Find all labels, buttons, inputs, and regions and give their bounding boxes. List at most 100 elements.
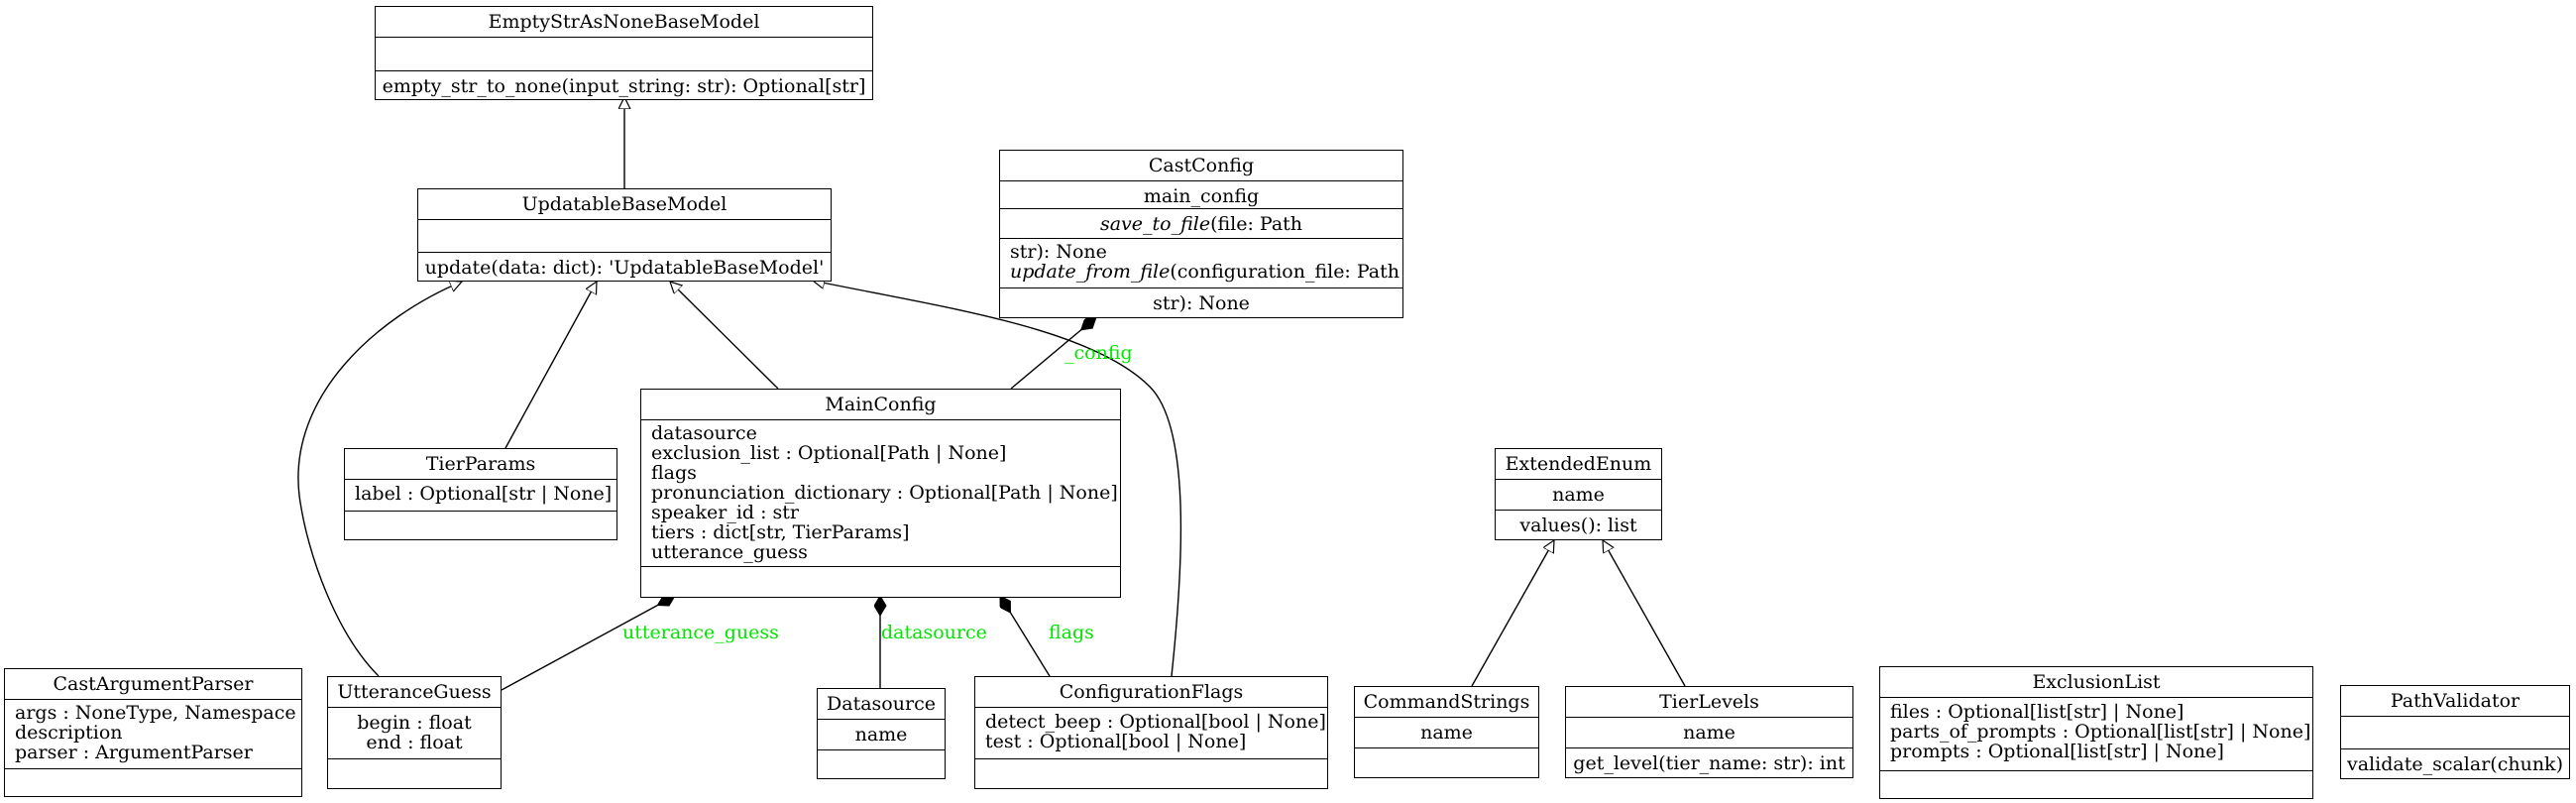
methods-section xyxy=(5,769,301,797)
method: save_to_file(file: Path xyxy=(1000,209,1402,234)
methods-section: save_to_file(file: Path xyxy=(1000,209,1402,239)
class-name: CastConfig xyxy=(1000,151,1402,181)
class-name: Datasource xyxy=(818,689,945,720)
attribute: name xyxy=(1420,722,1473,744)
class-name: ExtendedEnum xyxy=(1496,449,1661,480)
class-name: CommandStrings xyxy=(1355,687,1538,718)
class-utterance-guess: UtteranceGuess begin : float end : float xyxy=(327,676,502,789)
attributes-section xyxy=(2341,717,2569,749)
attribute: files : Optional[list[str] | None] xyxy=(1890,701,2184,723)
attributes-section: files : Optional[list[str] | None] parts… xyxy=(1880,698,2312,771)
edge-mainconfig-to-castconfig xyxy=(1010,317,1096,390)
attribute: pronunciation_dictionary : Optional[Path… xyxy=(651,482,1118,504)
attribute: test : Optional[bool | None] xyxy=(985,731,1247,752)
class-empty-str-as-none-base-model: EmptyStrAsNoneBaseModel empty_str_to_non… xyxy=(375,6,873,100)
methods-section xyxy=(328,759,501,789)
method-params: (file: Path xyxy=(1210,213,1303,235)
methods-section: get_level(tier_name: str): int xyxy=(1566,748,1852,778)
class-name: UpdatableBaseModel xyxy=(418,189,831,220)
edge-commandstrings-to-extendedenum xyxy=(1471,540,1554,687)
edge-mainconfig-to-updatable xyxy=(670,282,779,390)
edge-tierparams-to-updatable xyxy=(504,282,597,449)
method: empty_str_to_none(input_string: str): Op… xyxy=(382,75,866,97)
methods-section: empty_str_to_none(input_string: str): Op… xyxy=(376,71,872,100)
class-datasource: Datasource name xyxy=(817,688,946,779)
attribute: name xyxy=(1552,484,1605,506)
attribute: utterance_guess xyxy=(651,541,808,563)
methods-section xyxy=(818,750,945,779)
class-main-config: MainConfig datasource exclusion_list : O… xyxy=(640,389,1121,598)
edge-label-config: _config xyxy=(1064,342,1133,364)
attributes-section: name xyxy=(1355,718,1538,748)
class-name: EmptyStrAsNoneBaseModel xyxy=(376,7,872,38)
attribute: name xyxy=(1683,722,1736,744)
class-name: TierLevels xyxy=(1566,687,1852,718)
class-name: UtteranceGuess xyxy=(328,677,501,708)
class-extended-enum: ExtendedEnum name values(): list xyxy=(1495,448,1662,540)
class-name: ConfigurationFlags xyxy=(975,677,1327,708)
attributes-section: label : Optional[str | None] xyxy=(345,480,616,512)
class-name: MainConfig xyxy=(641,390,1120,420)
methods-section xyxy=(1880,771,2312,799)
class-cast-argument-parser: CastArgumentParser args : NoneType, Name… xyxy=(4,668,302,797)
methods-section xyxy=(1355,748,1538,778)
class-tier-params: TierParams label : Optional[str | None] xyxy=(344,448,617,540)
method-name: update_from_file xyxy=(1010,261,1171,283)
attribute: begin : float xyxy=(357,712,472,734)
attributes-section: name xyxy=(1496,480,1661,511)
attributes-section: datasource exclusion_list : Optional[Pat… xyxy=(641,420,1120,567)
methods-section xyxy=(975,759,1327,789)
attribute: prompts : Optional[list[str] | None] xyxy=(1890,741,2224,762)
attributes-section: name xyxy=(1566,718,1852,748)
methods-section xyxy=(641,567,1120,597)
edge-configurationflags-to-mainconfig xyxy=(999,596,1051,677)
attribute: parts_of_prompts : Optional[list[str] | … xyxy=(1890,721,2311,743)
class-command-strings: CommandStrings name xyxy=(1354,686,1539,778)
attribute: main_config xyxy=(1143,185,1260,207)
attributes-section: detect_beep : Optional[bool | None] test… xyxy=(975,708,1327,759)
class-name: ExclusionList xyxy=(1880,667,2312,698)
edge-label-utterance-guess: utterance_guess xyxy=(622,622,779,643)
class-path-validator: PathValidator validate_scalar(chunk) xyxy=(2340,685,2570,779)
edge-tierlevels-to-extendedenum xyxy=(1603,540,1686,687)
attribute: speaker_id : str xyxy=(651,502,800,523)
class-exclusion-list: ExclusionList files : Optional[list[str]… xyxy=(1879,666,2313,799)
method-params: (configuration_file: Path xyxy=(1170,261,1400,283)
attribute: tiers : dict[str, TierParams] xyxy=(651,521,910,543)
edge-utteranceguess-to-mainconfig xyxy=(501,596,675,691)
class-cast-config: CastConfig main_config save_to_file(file… xyxy=(999,150,1403,318)
edge-label-flags: flags xyxy=(1049,622,1094,643)
edge-utteranceguess-to-updatable xyxy=(297,282,462,677)
class-updatable-base-model: UpdatableBaseModel update(data: dict): '… xyxy=(417,188,832,282)
attribute: exclusion_list : Optional[Path | None] xyxy=(651,442,1007,464)
method-name: save_to_file xyxy=(1099,213,1211,235)
edge-configurationflags-to-updatable xyxy=(813,281,1182,677)
attribute: parser : ArgumentParser xyxy=(15,742,253,763)
methods-section: values(): list xyxy=(1496,511,1661,540)
method: update(data: dict): 'UpdatableBaseModel' xyxy=(424,257,825,279)
method-continued: str): None xyxy=(1153,292,1250,314)
attribute: flags xyxy=(651,462,697,484)
method: get_level(tier_name: str): int xyxy=(1573,752,1846,774)
class-name: TierParams xyxy=(345,449,616,480)
class-configuration-flags: ConfigurationFlags detect_beep : Optiona… xyxy=(974,676,1328,789)
attributes-section: begin : float end : float xyxy=(328,708,501,759)
attribute: detect_beep : Optional[bool | None] xyxy=(985,711,1326,733)
attribute: end : float xyxy=(366,732,463,753)
attribute: label : Optional[str | None] xyxy=(355,483,613,505)
attributes-section xyxy=(376,38,872,71)
method: validate_scalar(chunk) xyxy=(2347,753,2563,775)
method: update_from_file(configuration_file: Pat… xyxy=(1010,262,1402,282)
methods-section xyxy=(345,512,616,539)
methods-section: validate_scalar(chunk) xyxy=(2341,749,2569,779)
method: values(): list xyxy=(1519,515,1637,536)
attributes-section xyxy=(418,220,831,253)
attributes-section: name xyxy=(818,720,945,750)
edge-label-datasource: datasource xyxy=(881,622,987,643)
methods-section: str): None xyxy=(1000,288,1402,316)
attributes-section: main_config xyxy=(1000,181,1402,209)
class-name: CastArgumentParser xyxy=(5,669,301,700)
class-name: PathValidator xyxy=(2341,686,2569,717)
